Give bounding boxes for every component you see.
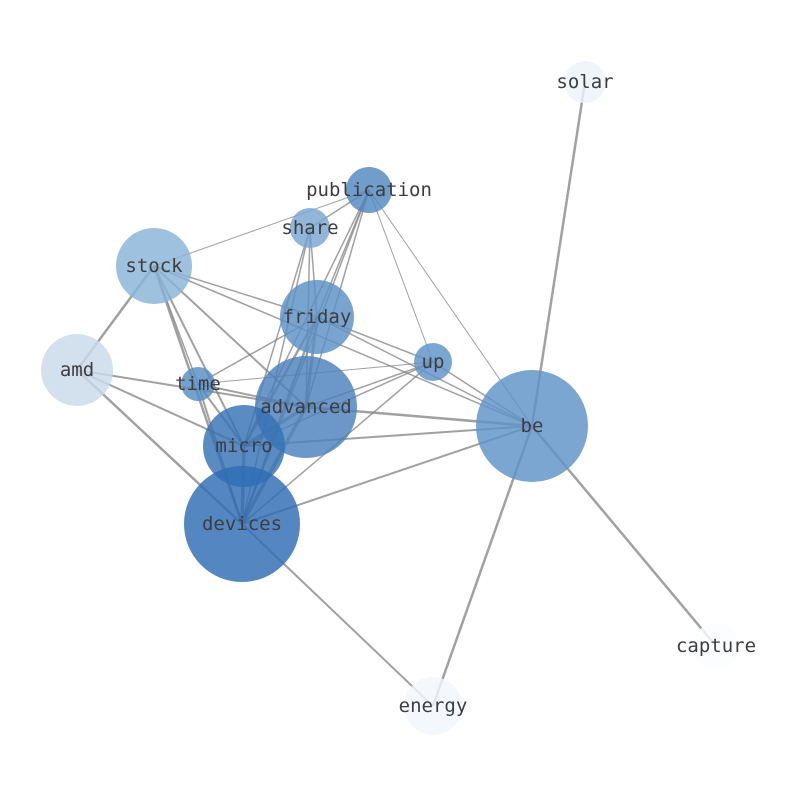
- node-amd: [41, 334, 113, 406]
- edge-stock-be: [153, 265, 533, 427]
- node-time: [181, 367, 215, 401]
- edge-layer: [75, 81, 717, 707]
- edge-solar-be: [530, 81, 587, 427]
- node-friday: [280, 280, 354, 354]
- node-energy: [404, 677, 462, 735]
- node-solar: [564, 61, 606, 103]
- node-capture: [693, 623, 739, 669]
- node-layer: [41, 61, 739, 735]
- edge-publication-up: [368, 189, 434, 363]
- node-micro: [203, 405, 285, 487]
- node-share: [290, 208, 330, 248]
- node-up: [414, 343, 452, 381]
- node-publication: [346, 167, 392, 213]
- node-devices: [184, 466, 300, 582]
- node-be: [476, 370, 588, 482]
- label-layer: solarpublicationsharestockfridayamdtimeu…: [60, 71, 756, 717]
- edge-stock-publication: [153, 189, 370, 267]
- node-stock: [116, 228, 192, 304]
